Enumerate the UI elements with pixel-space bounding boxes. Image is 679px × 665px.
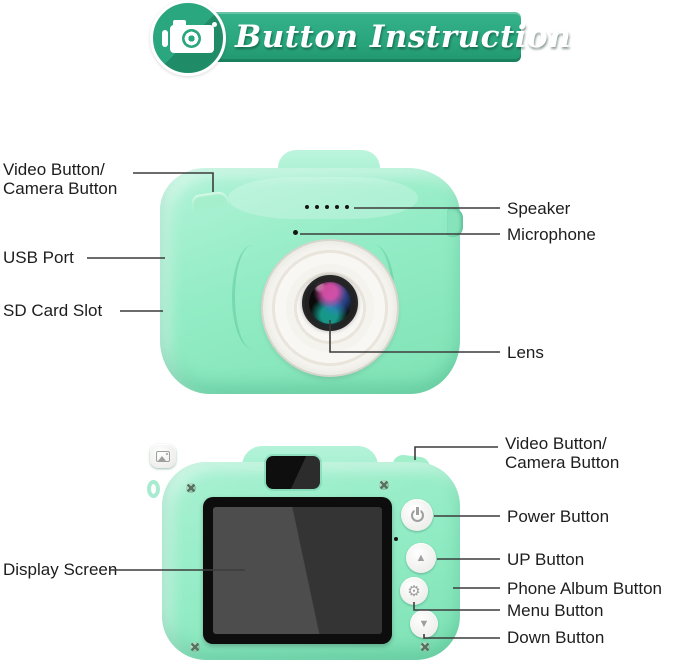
camera-back-view: ▲ ⚙ ▼ [147,444,466,665]
camera-icon-flash-dot [212,22,217,27]
strap-loop-left [147,480,160,498]
lens [302,275,358,331]
label-phone-album-button: Phone Album Button [507,579,663,598]
power-icon [410,506,424,522]
gear-icon: ⚙ [407,582,421,600]
label-usb-port: USB Port [3,248,74,267]
label-down-button: Down Button [507,628,605,647]
header-badge [150,0,226,76]
label-video-camera-button-front: Video Button/ Camera Button [3,160,118,198]
microphone-hole [293,230,298,235]
photo-album-icon [156,450,170,462]
label-speaker: Speaker [507,199,571,218]
menu-button: ⚙ [400,577,428,605]
down-button: ▼ [410,610,438,638]
back-indicator-dot [394,537,398,541]
display-screen-bezel [203,497,392,644]
label-video-camera-button-back: Video Button/ Camera Button [505,434,620,472]
label-up-button: UP Button [507,550,585,569]
label-power-button: Power Button [507,507,610,526]
screw-icon [420,642,430,652]
viewfinder-window [266,456,320,489]
power-button [401,499,433,531]
camera-icon [162,20,217,55]
label-lens: Lens [507,343,544,362]
label-menu-button: Menu Button [507,601,604,620]
camera-icon-lens [182,29,201,48]
screw-icon [379,480,389,490]
header-banner: Button Instruction [183,12,571,62]
screw-icon [186,483,196,493]
display-screen [213,507,382,634]
strap-lug-right [447,208,463,237]
label-display-screen: Display Screen [3,560,118,579]
camera-front-view [158,147,464,394]
triangle-up-icon: ▲ [415,552,427,564]
up-button: ▲ [406,543,436,573]
phone-album-button [150,444,176,468]
label-microphone: Microphone [507,225,596,244]
speaker-holes [305,205,349,209]
screw-icon [190,642,200,652]
label-sd-card-slot: SD Card Slot [3,301,103,320]
page-title: Button Instruction [235,19,572,55]
triangle-down-icon: ▼ [418,618,430,630]
